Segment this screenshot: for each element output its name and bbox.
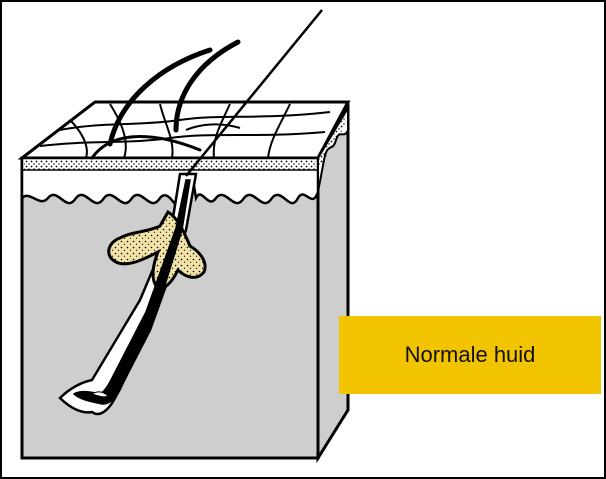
skin-surface-top <box>22 102 348 158</box>
caption-box: Normale huid <box>339 316 601 394</box>
stratum-dotted-layer <box>24 160 316 170</box>
caption-label: Normale huid <box>405 342 536 368</box>
